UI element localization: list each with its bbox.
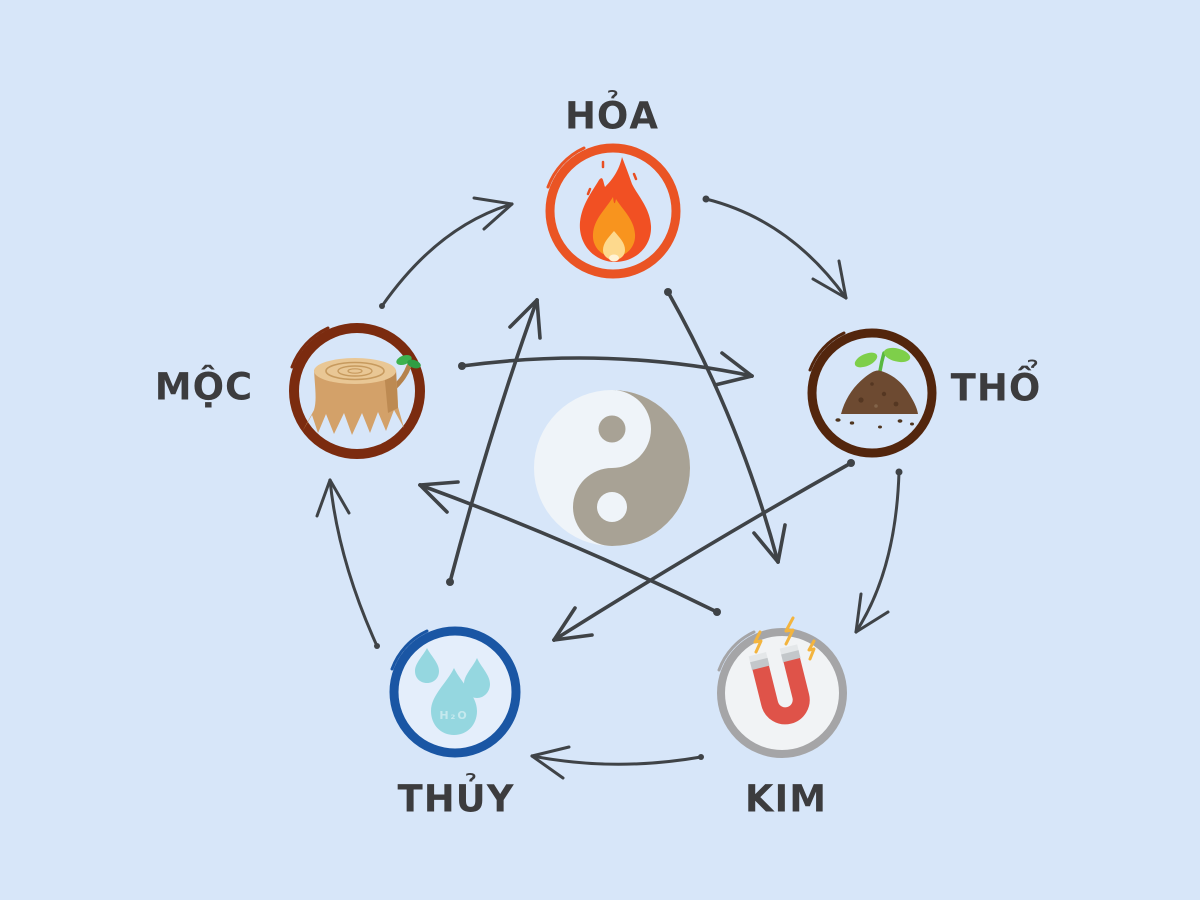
generating-cycle-arrows — [315, 195, 903, 780]
arrow-hoa-to-kim — [664, 288, 787, 564]
arrow-moc-to-tho — [458, 351, 754, 387]
fire-icon — [579, 157, 652, 262]
label-kim: KIM — [744, 777, 828, 821]
wood-ring — [289, 323, 425, 459]
spark-bolts — [753, 616, 816, 661]
tree-stump-icon — [302, 354, 421, 435]
magnet-icon — [748, 616, 816, 725]
arrow-moc-to-hoa — [379, 196, 514, 309]
overcoming-cycle-arrows — [418, 288, 855, 642]
water-drops-icon: H₂O — [415, 648, 490, 735]
label-hoa: HỎA — [564, 94, 660, 138]
label-tho: THỔ — [950, 366, 1042, 410]
element-hoa — [545, 143, 681, 279]
element-thuy: H₂O — [389, 626, 521, 758]
label-moc: MỘC — [154, 365, 254, 409]
element-moc — [289, 323, 425, 459]
arrow-thuy-to-hoa — [446, 298, 542, 586]
label-thuy: THỦY — [397, 777, 515, 821]
arrow-hoa-to-tho — [702, 195, 848, 300]
arrow-thuy-to-moc — [315, 478, 380, 649]
yin-yang-icon — [534, 390, 690, 546]
arrow-tho-to-kim — [854, 468, 903, 634]
arrow-kim-to-thuy — [530, 745, 704, 780]
arrow-tho-to-thuy — [552, 459, 855, 642]
element-tho — [807, 328, 937, 458]
soil-sprout-icon — [835, 347, 918, 429]
arrow-kim-to-moc — [418, 480, 721, 616]
element-kim — [717, 616, 847, 758]
fire-ring — [545, 143, 681, 279]
water-drop-text: H₂O — [439, 709, 468, 722]
earth-ring — [807, 328, 937, 458]
